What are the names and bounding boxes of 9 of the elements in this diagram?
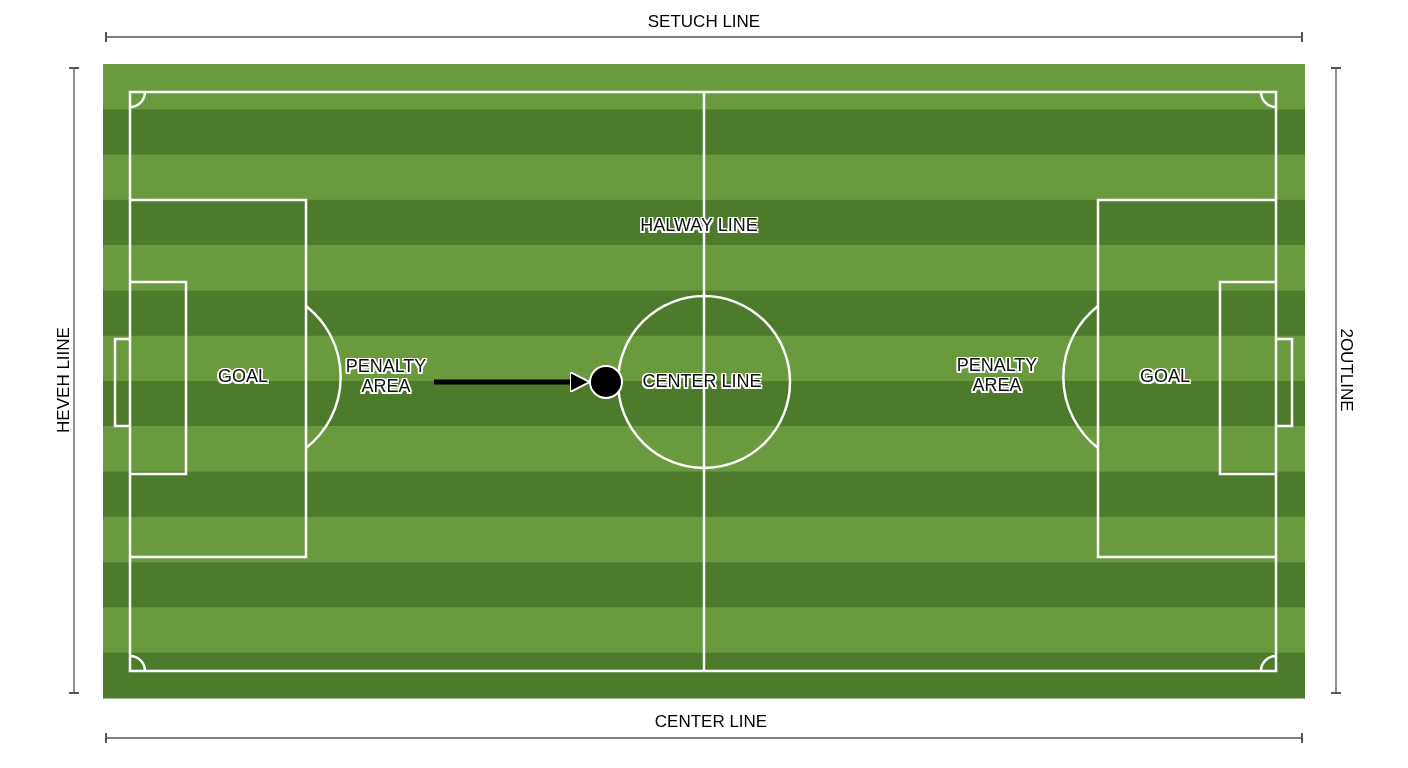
field-label: PENALTY AREA (336, 356, 436, 396)
field-label: GOAL (218, 366, 268, 386)
field-label: GOAL (1140, 366, 1190, 386)
dimension-label: SETUCH LINE (647, 12, 761, 32)
field-label: PENALTY AREA (955, 355, 1039, 395)
arrow (434, 371, 591, 393)
dimension-label: CENTER LINE (654, 712, 768, 732)
dimension-label: 2OUTLINE (1336, 328, 1356, 412)
dimension-label: HEVEH LIINE (54, 327, 74, 433)
